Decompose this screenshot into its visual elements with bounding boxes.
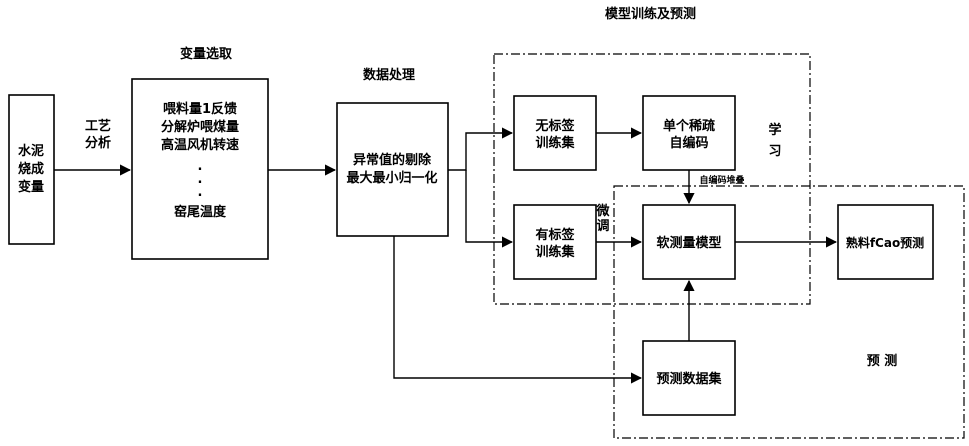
soft-sensor-label: 软测量模型 bbox=[656, 235, 721, 251]
autoencoder-stack-label: 自编码堆叠 bbox=[699, 174, 744, 186]
prediction-region-label: 预 测 bbox=[867, 353, 898, 369]
clinker-output-label: 熟料fCao预测 bbox=[846, 235, 924, 250]
unlabeled-line-2: 训练集 bbox=[535, 135, 575, 151]
processing-line-2: 最大最小归一化 bbox=[346, 170, 437, 186]
variable-item-3: 高温风机转速 bbox=[161, 137, 239, 153]
prediction-dataset-label: 预测数据集 bbox=[656, 371, 722, 387]
cement-variables-line-2: 烧成 bbox=[18, 161, 44, 177]
data-processing-box bbox=[337, 103, 448, 236]
processing-line-1: 异常值的剔除 bbox=[353, 152, 432, 168]
labeled-line-2: 训练集 bbox=[535, 244, 575, 260]
cement-variables-line-3: 变量 bbox=[18, 179, 44, 195]
autoencoder-line-2: 自编码 bbox=[669, 135, 708, 151]
model-training-label: 模型训练及预测 bbox=[605, 6, 696, 22]
variable-item-1: 喂料量1反馈 bbox=[163, 101, 237, 117]
fine-tune-label-2: 调 bbox=[596, 219, 609, 234]
variable-selection-label: 变量选取 bbox=[180, 46, 233, 62]
unlabeled-line-1: 无标签 bbox=[534, 118, 575, 134]
data-processing-label: 数据处理 bbox=[363, 67, 415, 83]
process-analysis-line-2: 分析 bbox=[85, 135, 111, 151]
labeled-line-1: 有标签 bbox=[535, 227, 575, 243]
autoencoder-line-1: 单个稀疏 bbox=[663, 118, 715, 134]
process-analysis-line-1: 工艺 bbox=[85, 118, 111, 134]
learning-label-2: 习 bbox=[768, 144, 781, 159]
branch-line bbox=[448, 133, 512, 170]
variable-item-2: 分解炉喂煤量 bbox=[161, 119, 239, 135]
fine-tune-label-1: 微 bbox=[595, 203, 610, 219]
variable-ellipsis-3: . bbox=[198, 185, 203, 200]
branch-line-lower bbox=[466, 170, 512, 242]
variable-item-last: 窑尾温度 bbox=[174, 204, 227, 220]
cement-variables-line-1: 水泥 bbox=[18, 143, 44, 159]
learning-label-1: 学 bbox=[768, 122, 781, 138]
